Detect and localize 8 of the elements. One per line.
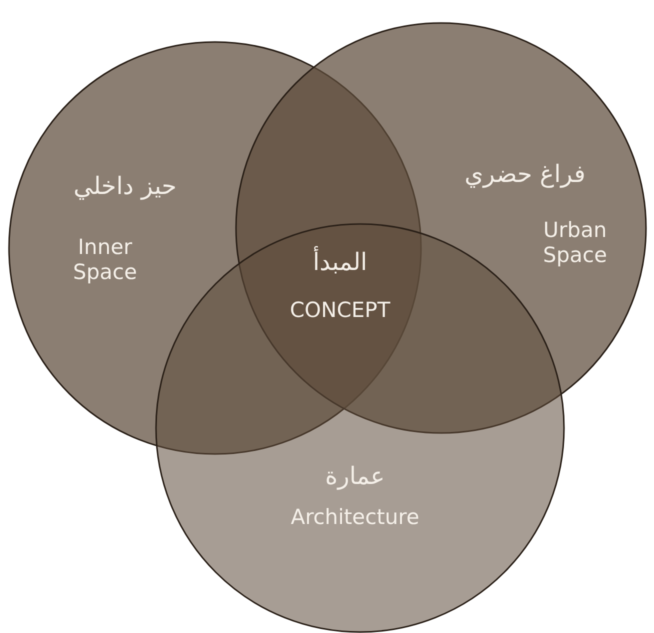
- circle-label: Inner Space: [72, 235, 138, 286]
- center-label: المبدأ: [312, 248, 368, 277]
- circle-label: Architecture: [290, 505, 420, 530]
- circle-label: حيز داخلي: [72, 172, 178, 201]
- circle-label: Urban Space: [542, 218, 608, 268]
- center-label: CONCEPT: [288, 298, 392, 324]
- circle-label: فراغ حضري: [463, 160, 586, 189]
- circle-label: عمارة: [324, 462, 386, 491]
